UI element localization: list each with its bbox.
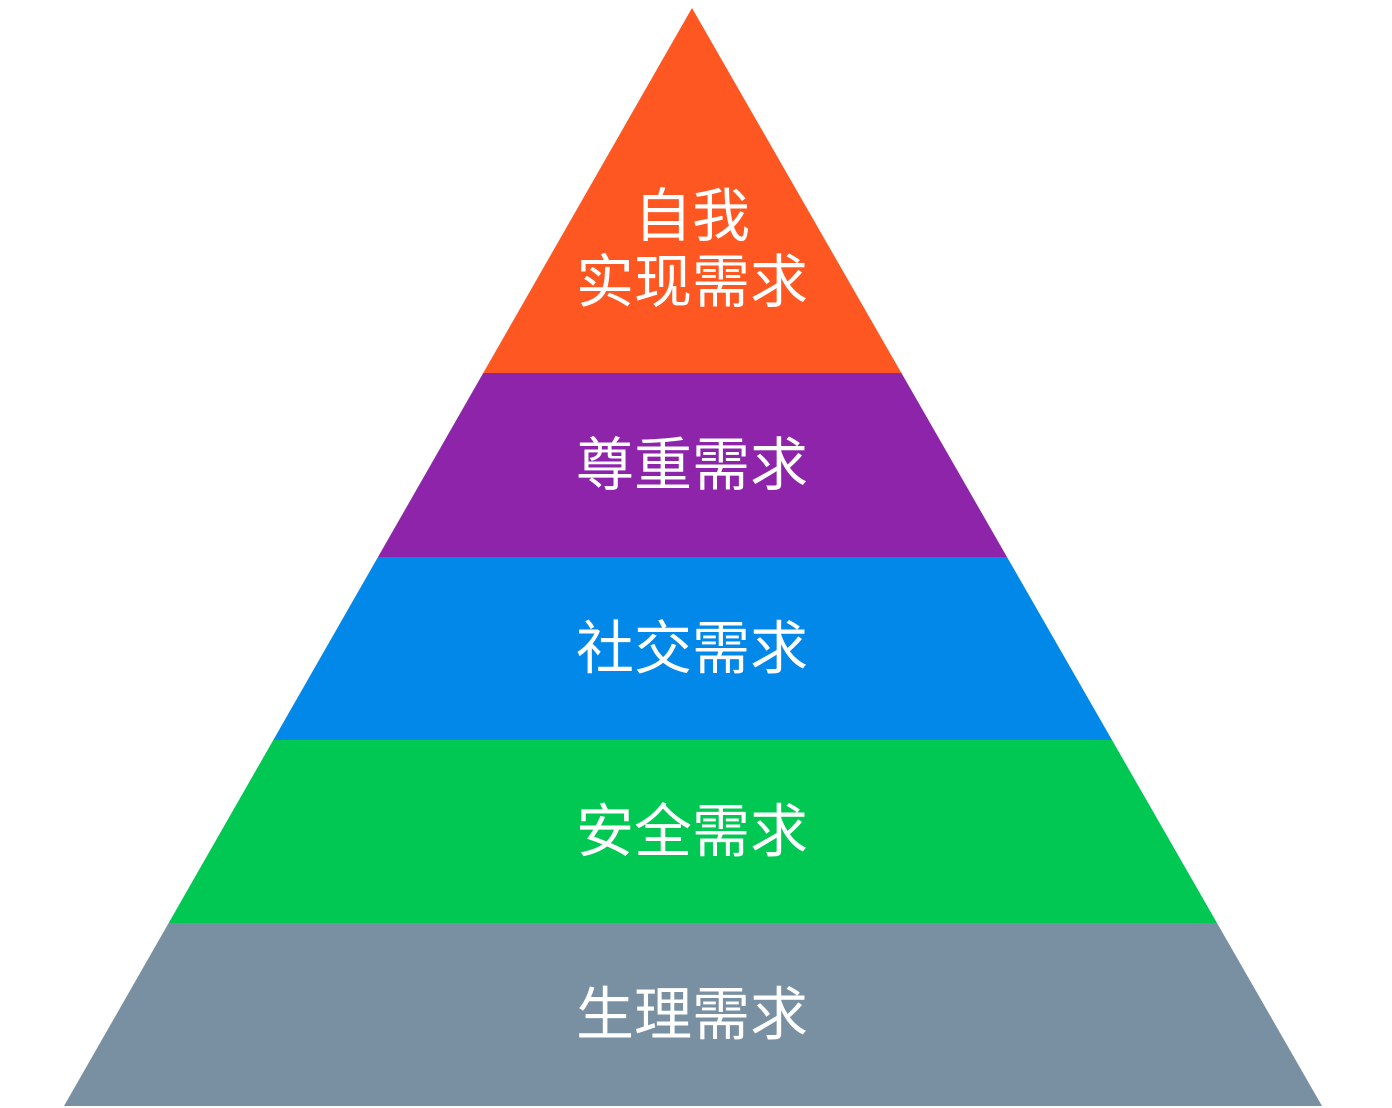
pyramid-band-2 [378,373,1007,557]
pyramid-level-4: 安全需求 [168,740,1218,923]
pyramid-label-1-line-2: 实现需求 [576,248,808,316]
pyramid-band-1 [483,8,902,373]
pyramid-label-3: 社交需求 [576,615,808,683]
pyramid-band-3 [273,557,1112,740]
pyramid-level-5: 生理需求 [64,923,1322,1106]
pyramid-level-3: 社交需求 [273,557,1112,740]
pyramid-level-2: 尊重需求 [378,373,1007,557]
pyramid-label-5: 生理需求 [576,981,808,1049]
pyramid-label-2: 尊重需求 [576,431,808,499]
pyramid-band-5 [64,923,1322,1106]
pyramid-label-1-line-1: 自我 [634,182,750,250]
pyramid-band-4 [168,740,1218,923]
pyramid-label-4: 安全需求 [576,798,808,866]
